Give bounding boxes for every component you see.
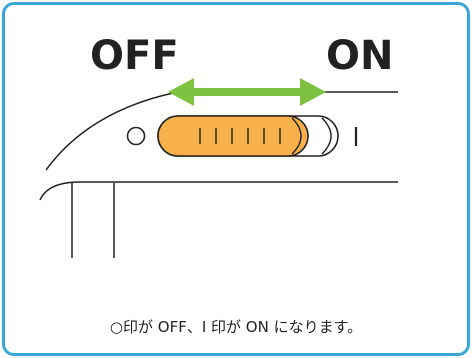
- rocker-switch: [157, 115, 339, 157]
- on-label: ON: [326, 33, 394, 79]
- circle-icon: [126, 126, 146, 146]
- switch-track-end: [321, 117, 332, 155]
- switch-knob-end: [291, 117, 302, 155]
- off-label: OFF: [90, 33, 179, 79]
- switch-knob: [157, 115, 309, 157]
- knob-grip-lines: [199, 128, 281, 144]
- device-outline-lower: [39, 181, 398, 201]
- device-outline-upper: [45, 91, 179, 171]
- caption-text: ○印が OFF、I 印が ON になります。: [109, 318, 363, 336]
- double-headed-arrow-icon: [168, 78, 326, 106]
